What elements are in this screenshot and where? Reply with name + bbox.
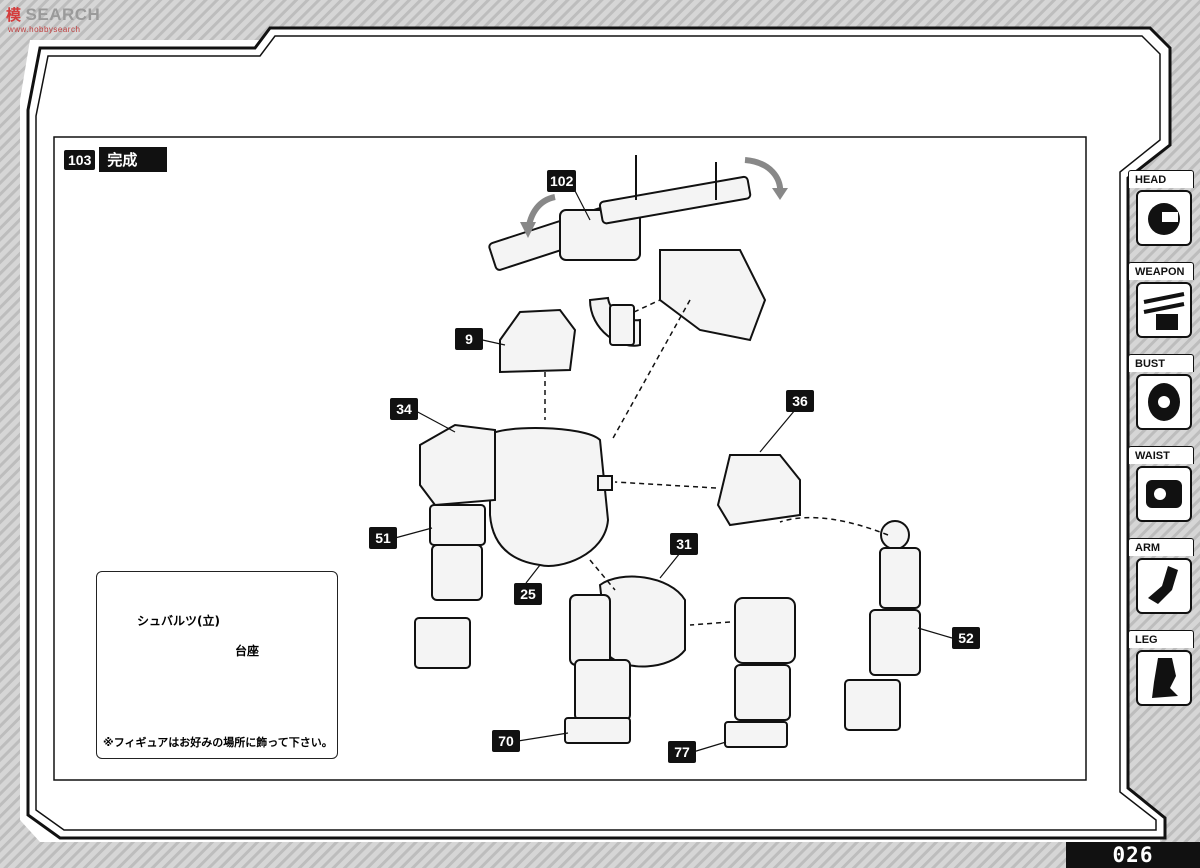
part-label-25: 25 (514, 583, 542, 605)
part-label-36: 36 (786, 390, 814, 412)
inset-note: ※フィギュアはお好みの場所に飾って下さい。 (103, 736, 333, 749)
page-number: 026 (1066, 842, 1200, 868)
nav-tab-label: BUST (1128, 354, 1194, 372)
watermark-sub: www.hobbysearch (8, 25, 81, 34)
part-label-102: 102 (547, 170, 577, 192)
watermark: 模 SEARCH www.hobbysearch (6, 4, 101, 35)
nav-tab-head[interactable]: HEAD (1128, 170, 1198, 254)
nav-tab-weapon[interactable]: WEAPON (1128, 262, 1198, 346)
nav-tab-bust[interactable]: BUST (1128, 354, 1198, 438)
part-label-31: 31 (670, 533, 698, 555)
inset-base-label: 台座 (235, 644, 260, 658)
right-arm-part-drawing (844, 520, 921, 731)
rotation-arrow-heads (520, 188, 788, 238)
leg-icon (1136, 650, 1192, 706)
nav-tab-label: LEG (1128, 630, 1194, 648)
inset-figure-label: シュバルツ(立) (137, 614, 220, 628)
nav-tab-leg[interactable]: LEG (1128, 630, 1198, 714)
part-label-52: 52 (952, 627, 980, 649)
right-leg-part-drawing (724, 597, 796, 748)
guide-lines (544, 299, 889, 626)
head-part-drawing (499, 308, 577, 374)
arm-icon (1136, 558, 1192, 614)
step-title: 完成 (99, 147, 168, 172)
left-leg-part-drawing (564, 659, 631, 744)
nav-tab-label: WAIST (1128, 446, 1194, 464)
part-label-51: 51 (369, 527, 397, 549)
nav-tab-label: HEAD (1128, 170, 1194, 188)
watermark-text: SEARCH (25, 4, 101, 24)
bust-part-drawing (414, 423, 613, 669)
head-icon (1136, 190, 1192, 246)
step-header: 103 完成 (64, 147, 168, 172)
illustration-shapes (414, 155, 921, 748)
step-number: 103 (64, 149, 96, 170)
part-label-70: 70 (492, 730, 520, 752)
weapon-part-drawing (488, 155, 767, 347)
hip-part-drawing (569, 575, 686, 668)
waist-part-drawing (716, 454, 801, 527)
nav-tab-waist[interactable]: WAIST (1128, 446, 1198, 530)
leader-lines (394, 184, 953, 753)
waist-icon (1136, 466, 1192, 522)
weapon-icon (1136, 282, 1192, 338)
bust-icon (1136, 374, 1192, 430)
figure-inset: シュバルツ(立) 台座 ※フィギュアはお好みの場所に飾って下さい。 (96, 571, 338, 759)
watermark-logo: 模 (6, 7, 22, 24)
nav-tab-arm[interactable]: ARM (1128, 538, 1198, 622)
part-label-77: 77 (668, 741, 696, 763)
nav-tab-label: ARM (1128, 538, 1194, 556)
nav-tab-label: WEAPON (1128, 262, 1194, 280)
part-label-34: 34 (390, 398, 418, 420)
part-label-9: 9 (455, 328, 483, 350)
